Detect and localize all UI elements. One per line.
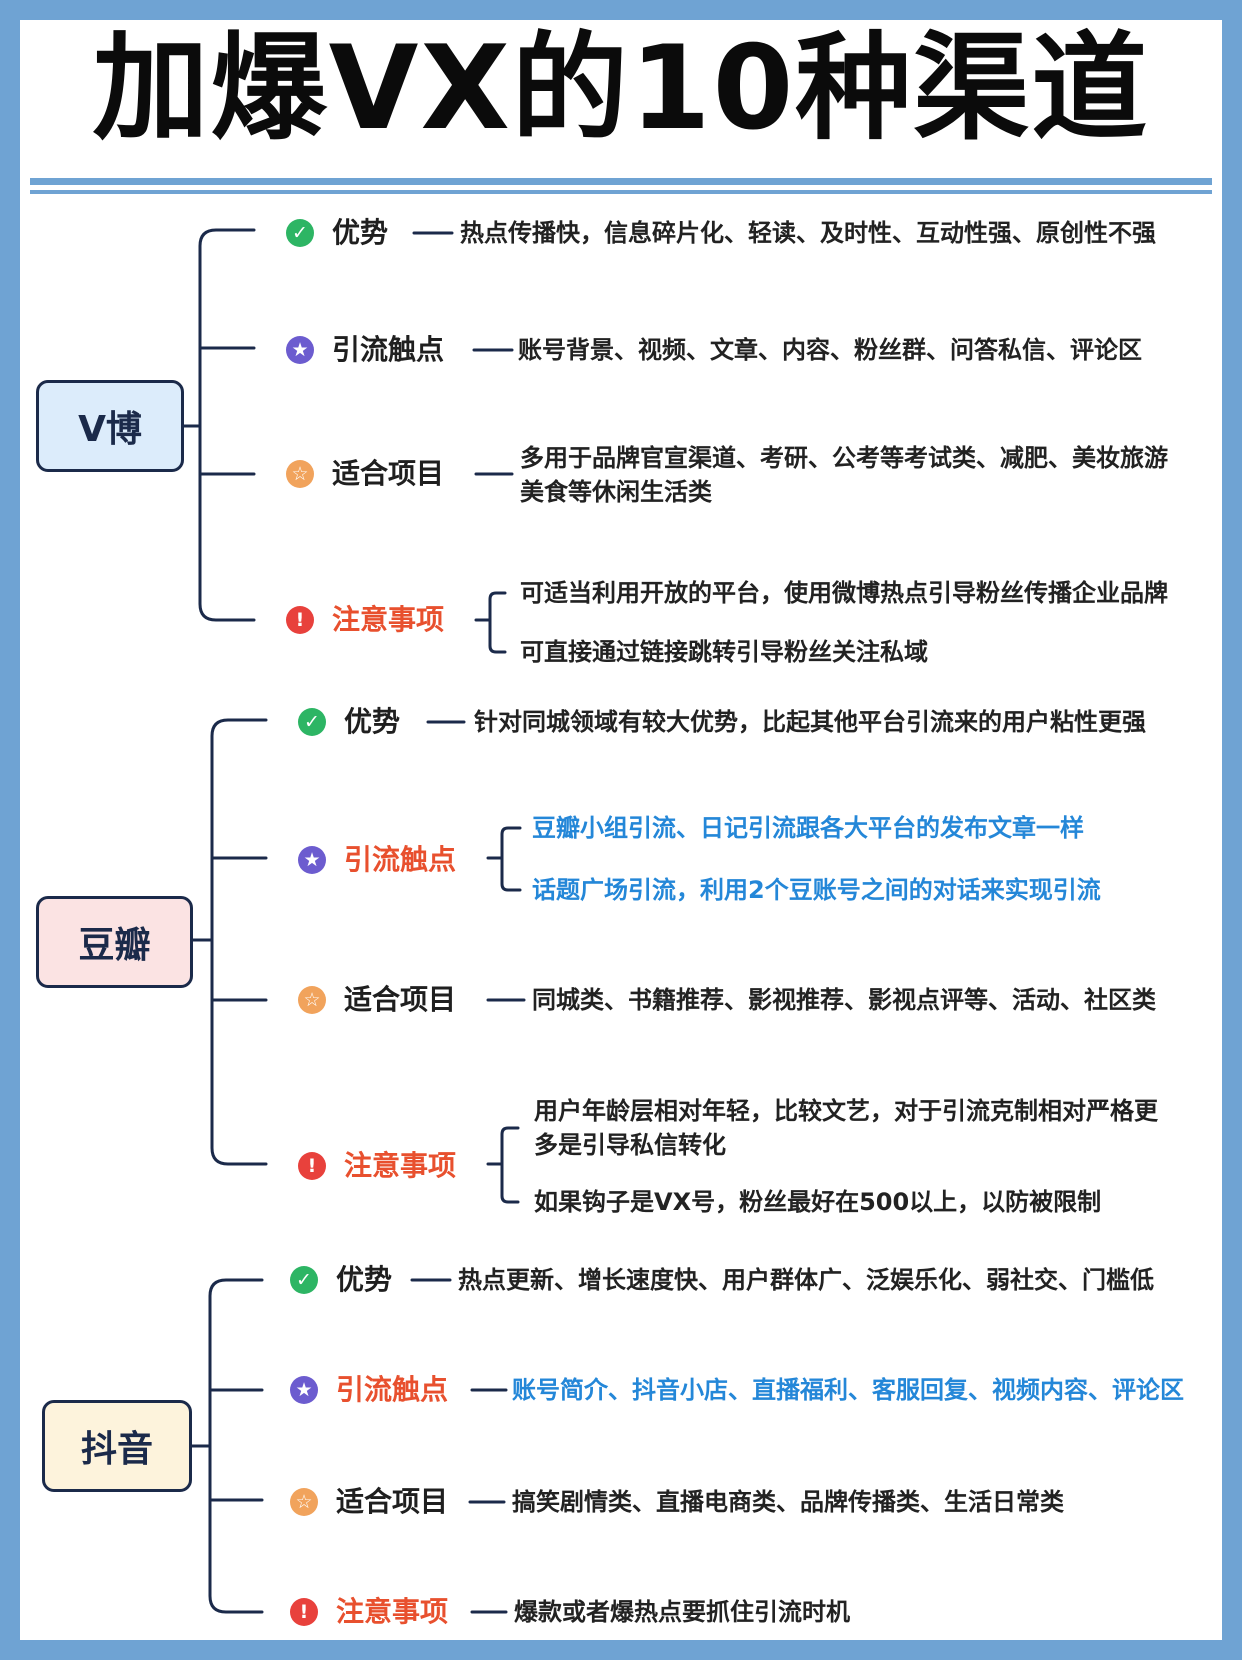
star-ring-icon: ☆ — [286, 460, 314, 488]
page-title: 加爆VX的10种渠道 — [92, 21, 1150, 156]
platform-douyin-label: 抖音 — [80, 1429, 153, 1470]
douyin-suitable-text: 搞笑剧情类、直播电商类、品牌传播类、生活日常类 — [512, 1488, 1064, 1516]
weibo-suitable-text-line2: 美食等休闲生活类 — [520, 478, 712, 506]
douban-touchpoint-label: 引流触点 — [344, 843, 457, 876]
douban-advantage-text: 针对同城领域有较大优势，比起其他平台引流来的用户粘性更强 — [474, 708, 1146, 736]
weibo-touchpoint-text: 账号背景、视频、文章、内容、粉丝群、问答私信、评论区 — [518, 336, 1142, 364]
douyin-suitable-label: 适合项目 — [336, 1485, 449, 1518]
douyin-notice-label: 注意事项 — [336, 1595, 449, 1628]
platform-weibo-label: V博 — [78, 409, 142, 450]
douban-suitable-label: 适合项目 — [344, 983, 457, 1016]
weibo-notice-item-1: 可适当利用开放的平台，使用微博热点引导粉丝传播企业品牌 — [520, 579, 1168, 607]
check-circle-icon: ✓ — [290, 1266, 318, 1294]
star-ring-icon: ☆ — [298, 986, 326, 1014]
douban-touchpoint-item-2: 话题广场引流，利用2个豆账号之间的对话来实现引流 — [532, 876, 1101, 904]
weibo-notice-item-2: 可直接通过链接跳转引导粉丝关注私域 — [520, 638, 928, 666]
check-circle-icon: ✓ — [298, 708, 326, 736]
star-circle-icon: ★ — [298, 846, 326, 874]
platform-douban-label: 豆瓣 — [78, 925, 151, 966]
exclamation-circle-icon: ! — [286, 606, 314, 634]
title-divider — [30, 178, 1212, 185]
weibo-advantage-text: 热点传播快，信息碎片化、轻读、及时性、互动性强、原创性不强 — [460, 219, 1156, 247]
check-circle-icon: ✓ — [286, 219, 314, 247]
douban-notice-item-2: 如果钩子是VX号，粉丝最好在500以上，以防被限制 — [534, 1188, 1102, 1216]
star-circle-icon: ★ — [286, 336, 314, 364]
douban-suitable-text: 同城类、书籍推荐、影视推荐、影视点评等、活动、社区类 — [532, 986, 1156, 1014]
douyin-touchpoint-label: 引流触点 — [336, 1373, 449, 1406]
exclamation-circle-icon: ! — [298, 1152, 326, 1180]
douban-notice-item-1-line1: 用户年龄层相对年轻，比较文艺，对于引流克制相对严格更 — [534, 1097, 1158, 1125]
douyin-notice-text: 爆款或者爆热点要抓住引流时机 — [514, 1598, 850, 1626]
weibo-advantage-label: 优势 — [332, 216, 389, 249]
platform-douyin: 抖音 — [42, 1400, 192, 1492]
platform-douban: 豆瓣 — [36, 896, 193, 988]
douban-touchpoint-item-1: 豆瓣小组引流、日记引流跟各大平台的发布文章一样 — [532, 814, 1084, 842]
douban-advantage-label: 优势 — [344, 705, 401, 738]
platform-weibo: V博 — [36, 380, 184, 472]
exclamation-circle-icon: ! — [290, 1598, 318, 1626]
douyin-touchpoint-text: 账号简介、抖音小店、直播福利、客服回复、视频内容、评论区 — [512, 1376, 1184, 1404]
weibo-touchpoint-label: 引流触点 — [332, 333, 445, 366]
douban-notice-label: 注意事项 — [344, 1149, 457, 1182]
weibo-suitable-label: 适合项目 — [332, 457, 445, 490]
star-circle-icon: ★ — [290, 1376, 318, 1404]
douyin-advantage-label: 优势 — [336, 1263, 393, 1296]
douban-notice-item-1-line2: 多是引导私信转化 — [534, 1131, 726, 1159]
weibo-notice-label: 注意事项 — [332, 603, 445, 636]
douyin-advantage-text: 热点更新、增长速度快、用户群体广、泛娱乐化、弱社交、门槛低 — [458, 1266, 1154, 1294]
title-divider-thin — [30, 190, 1212, 194]
star-ring-icon: ☆ — [290, 1488, 318, 1516]
weibo-suitable-text-line1: 多用于品牌官宣渠道、考研、公考等考试类、减肥、美妆旅游 — [520, 444, 1168, 472]
